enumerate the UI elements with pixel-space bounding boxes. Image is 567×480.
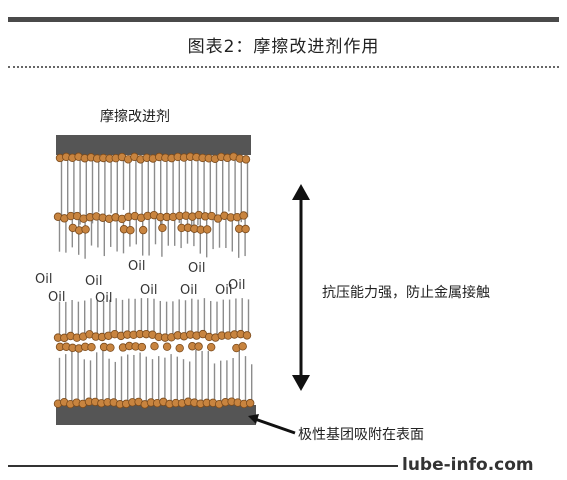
top-rule (8, 17, 559, 22)
polar-head (241, 224, 250, 234)
pointer-arrow-icon (248, 414, 296, 435)
polar-head (242, 331, 252, 340)
polar-head (238, 342, 247, 351)
polar-head (239, 211, 248, 220)
polar-head (138, 225, 148, 235)
oil-label: Oil (128, 259, 145, 274)
watermark: lube-info.com (402, 455, 534, 475)
molecule-tails (58, 156, 253, 405)
polar-head (87, 342, 96, 352)
polar-head (241, 155, 251, 164)
molecule-heads (53, 152, 255, 409)
oil-label: Oil (35, 272, 52, 287)
bottom-rule (8, 465, 398, 467)
polar-head (81, 225, 90, 234)
friction-modifier-label: 摩擦改进剂 (100, 108, 170, 125)
polar-group-label: 极性基团吸附在表面 (298, 426, 424, 443)
top-metal-surface (56, 135, 251, 155)
polar-head (194, 342, 203, 351)
figure-title: 图表2：摩擦改进剂作用 (187, 37, 380, 57)
polar-head (202, 225, 212, 234)
polar-head (106, 343, 115, 352)
polar-head (158, 223, 167, 233)
oil-label: Oil (48, 290, 65, 305)
polar-head (175, 343, 184, 353)
oil-label: Oil (188, 261, 205, 276)
oil-label: Oil (228, 278, 245, 293)
polar-head (206, 342, 216, 352)
pressure-resistance-label: 抗压能力强，防止金属接触 (322, 284, 490, 301)
polar-head (150, 341, 159, 351)
oil-label: Oil (95, 291, 112, 306)
oil-label: Oil (85, 274, 102, 289)
dotted-divider (8, 66, 559, 68)
polar-head (126, 225, 135, 235)
oil-label: Oil (180, 283, 197, 298)
polar-head (245, 398, 255, 408)
bottom-metal-surface (56, 405, 256, 425)
polar-head (137, 342, 147, 352)
polar-head (162, 342, 172, 351)
oil-label: Oil (215, 283, 232, 298)
oil-label: Oil (140, 283, 157, 298)
double-arrow-icon (292, 184, 310, 391)
